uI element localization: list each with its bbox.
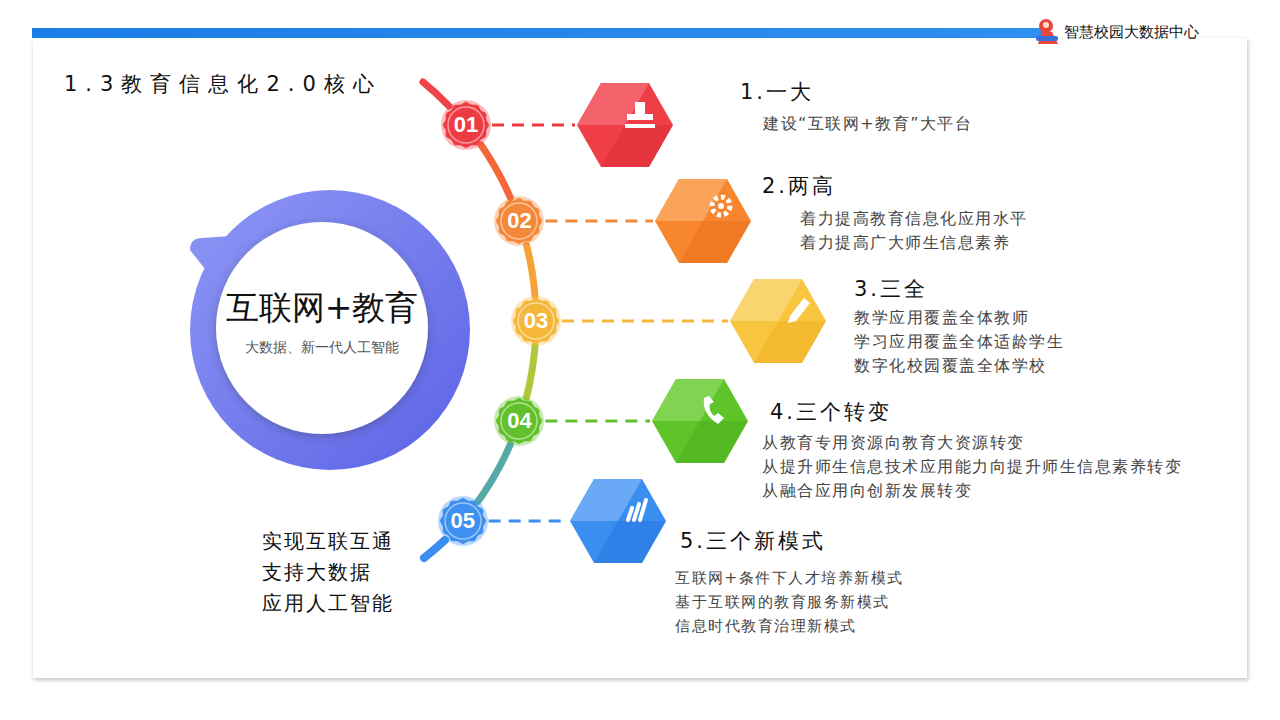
node-shape	[730, 276, 826, 366]
hexagon-item: 1.一大建设“互联网+教育”大平台	[577, 80, 673, 170]
header-bar	[32, 28, 1042, 38]
number-badge: 03	[512, 297, 560, 345]
node-shape	[577, 80, 673, 170]
arc-tail	[423, 82, 449, 106]
hub-subtitle: 大数据、新一代人工智能	[245, 339, 399, 357]
number-badge: 04	[495, 397, 543, 445]
number-badge: 02	[495, 197, 543, 245]
badge-number: 05	[450, 508, 474, 534]
node-shape	[652, 376, 748, 466]
item-heading: 1.一大	[740, 78, 814, 106]
spine-segment	[481, 145, 510, 198]
item-body: 教学应用覆盖全体教师 学习应用覆盖全体适龄学生 数字化校园覆盖全体学校	[854, 306, 1104, 378]
arc-tail	[424, 540, 445, 558]
spine-segment	[527, 245, 535, 296]
number-badge: 05	[439, 497, 487, 545]
number-badge: 01	[442, 101, 490, 149]
item-body: 互联网+条件下人才培养新模式 基于互联网的教育服务新模式 信息时代教育治理新模式	[675, 566, 935, 638]
node-shape	[570, 476, 666, 566]
dashed-connector	[545, 420, 650, 423]
hexagon-item: 5.三个新模式互联网+条件下人才培养新模式 基于互联网的教育服务新模式 信息时代…	[570, 476, 666, 566]
badge-number: 01	[454, 112, 478, 138]
hub-circle: 互联网+教育大数据、新一代人工智能	[188, 188, 472, 472]
hub-title: 互联网+教育	[226, 286, 419, 331]
item-heading: 3.三全	[854, 275, 928, 303]
hexagon-item: 4.三个转变从教育专用资源向教育大资源转变 从提升师生信息技术应用能力向提升师生…	[652, 376, 748, 466]
badge-number: 04	[507, 408, 531, 434]
spine-segment	[478, 444, 510, 501]
hexagon-item: 3.三全教学应用覆盖全体教师 学习应用覆盖全体适龄学生 数字化校园覆盖全体学校	[730, 276, 826, 366]
logo-text: 智慧校园大数据中心	[1064, 22, 1199, 42]
dashed-connector	[492, 124, 575, 127]
dashed-connector	[489, 520, 568, 523]
dashed-connector	[545, 220, 653, 223]
item-body: 从教育专用资源向教育大资源转变 从提升师生信息技术应用能力向提升师生信息素养转变…	[762, 431, 1212, 503]
spine-segment	[527, 346, 535, 397]
item-body: 建设“互联网+教育”大平台	[763, 112, 1083, 136]
item-heading: 2.两高	[762, 172, 836, 200]
item-heading: 5.三个新模式	[680, 527, 826, 555]
side-note: 实现互联互通 支持大数据 应用人工智能	[262, 526, 437, 619]
item-heading: 4.三个转变	[770, 398, 892, 426]
slide-card	[33, 38, 1247, 678]
slide-title: 1.3教育信息化2.0核心	[64, 70, 382, 98]
badge-number: 03	[524, 308, 548, 334]
hexagon-item: 2.两高着力提高教育信息化应用水平 着力提高广大师生信息素养	[655, 176, 751, 266]
item-body: 着力提高教育信息化应用水平 着力提高广大师生信息素养	[800, 207, 1070, 255]
node-shape	[188, 188, 472, 472]
dashed-connector	[562, 320, 728, 323]
badge-number: 02	[507, 208, 531, 234]
logo-figure	[1036, 19, 1058, 44]
node-shape	[655, 176, 751, 266]
